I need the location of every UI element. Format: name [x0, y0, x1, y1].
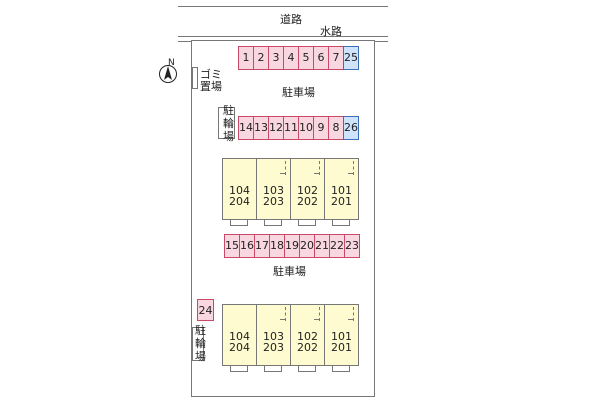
- parking-space-2: 2: [253, 46, 269, 70]
- north-arrow-icon: [158, 64, 178, 84]
- unit-number-upper: 202: [297, 195, 318, 208]
- unit-number-upper: 203: [263, 195, 284, 208]
- entry-step: [264, 219, 282, 226]
- unit-number-upper: 202: [297, 341, 318, 354]
- entry-mark: [348, 319, 354, 320]
- parking-label-middle: 駐車場: [273, 265, 306, 278]
- entry-mark: [285, 307, 286, 321]
- waterway-label: 水路: [320, 25, 342, 38]
- unit-number-ground: 101: [331, 184, 352, 197]
- unit-number-upper: 201: [331, 195, 352, 208]
- bicycle-area-top: [218, 107, 235, 139]
- road-top-line: [178, 6, 388, 7]
- entry-step: [332, 219, 350, 226]
- entry-step: [332, 365, 350, 372]
- unit-number-ground: 104: [229, 330, 250, 343]
- parking-space-9: 9: [313, 116, 329, 140]
- parking-space-20: 20: [299, 234, 315, 258]
- entry-mark: [348, 173, 354, 174]
- parking-space-11: 11: [283, 116, 299, 140]
- entry-mark: [280, 173, 286, 174]
- entry-step: [298, 365, 316, 372]
- bicycle-area-bottom: [192, 327, 204, 361]
- bicycle-label-bottom: 駐輪場: [195, 324, 206, 363]
- unit-number-upper: 204: [229, 341, 250, 354]
- unit-number-upper: 203: [263, 341, 284, 354]
- unit-number-ground: 103: [263, 184, 284, 197]
- unit-number-ground: 104: [229, 184, 250, 197]
- unit-number-ground: 103: [263, 330, 284, 343]
- parking-space-10: 10: [298, 116, 314, 140]
- entry-mark: [314, 173, 320, 174]
- parking-space-18: 18: [269, 234, 285, 258]
- parking-space-19: 19: [284, 234, 300, 258]
- parking-space-1: 1: [238, 46, 254, 70]
- parking-space-8: 8: [328, 116, 344, 140]
- parking-space-16: 16: [239, 234, 255, 258]
- parking-space-26: 26: [343, 116, 359, 140]
- entry-step: [230, 219, 248, 226]
- parking-space-25: 25: [343, 46, 359, 70]
- parking-space-5: 5: [298, 46, 314, 70]
- parking-space-14: 14: [238, 116, 254, 140]
- entry-step: [230, 365, 248, 372]
- parking-space-6: 6: [313, 46, 329, 70]
- parking-space-7: 7: [328, 46, 344, 70]
- parking-space-15: 15: [224, 234, 240, 258]
- parking-space-12: 12: [268, 116, 284, 140]
- parking-space-4: 4: [283, 46, 299, 70]
- parking-label-top: 駐車場: [282, 86, 315, 99]
- unit-number-ground: 101: [331, 330, 352, 343]
- parking-space-23: 23: [344, 234, 360, 258]
- parking-space-24: 24: [197, 299, 214, 321]
- parking-space-13: 13: [253, 116, 269, 140]
- unit-number-ground: 102: [297, 184, 318, 197]
- north-label: N: [168, 58, 175, 68]
- entry-mark: [353, 161, 354, 175]
- trash-area: [192, 67, 198, 89]
- entry-mark: [280, 319, 286, 320]
- entry-mark: [314, 319, 320, 320]
- entry-mark: [353, 307, 354, 321]
- parking-space-21: 21: [314, 234, 330, 258]
- trash-label: ゴミ置場: [200, 68, 222, 93]
- parking-space-3: 3: [268, 46, 284, 70]
- unit-number-upper: 204: [229, 195, 250, 208]
- entry-mark: [285, 161, 286, 175]
- road-bottom-line: [178, 36, 388, 37]
- bicycle-label-top: 駐輪場: [223, 104, 234, 143]
- parking-space-22: 22: [329, 234, 345, 258]
- parking-space-17: 17: [254, 234, 270, 258]
- entry-step: [264, 365, 282, 372]
- entry-mark: [319, 307, 320, 321]
- unit-number-upper: 201: [331, 341, 352, 354]
- unit-number-ground: 102: [297, 330, 318, 343]
- entry-step: [298, 219, 316, 226]
- road-label: 道路: [280, 13, 302, 26]
- entry-mark: [319, 161, 320, 175]
